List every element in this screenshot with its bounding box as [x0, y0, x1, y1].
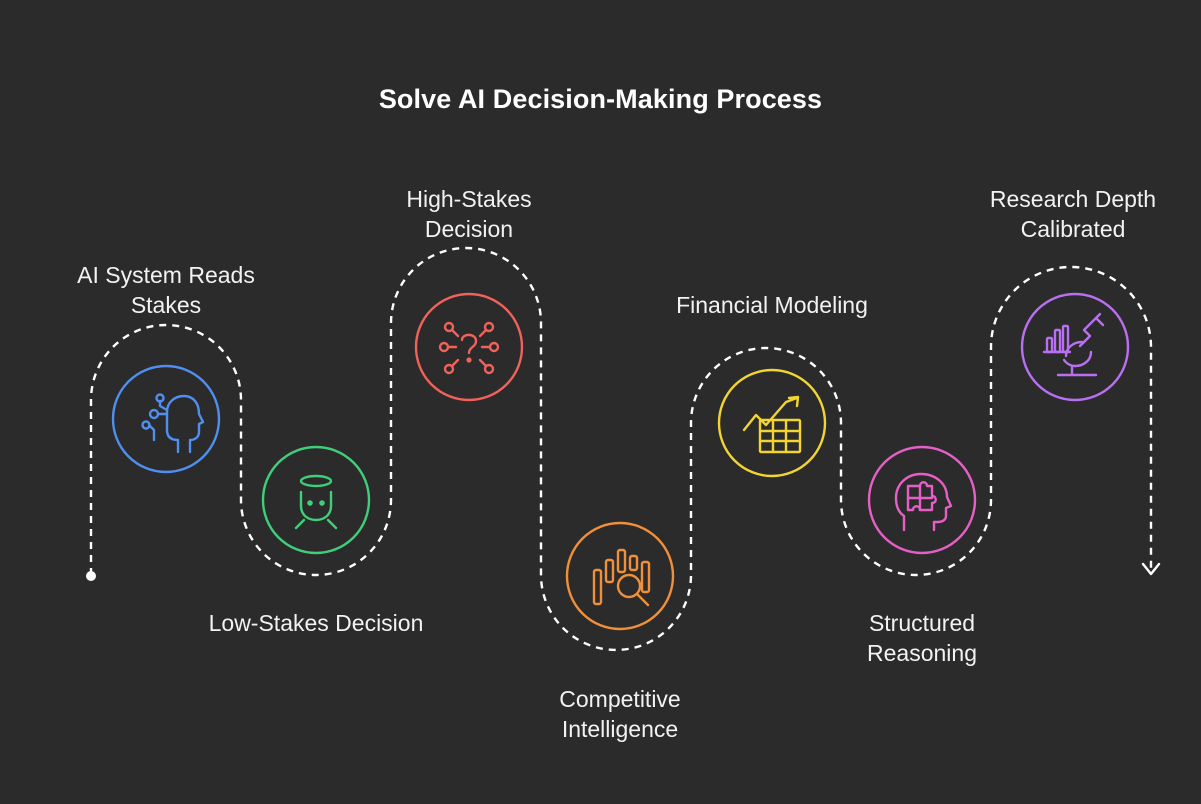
step-7-label: Research Depth Calibrated [975, 184, 1171, 244]
step-2-label: Low-Stakes Decision [196, 608, 436, 638]
puzzle-head-icon [894, 472, 953, 532]
step-6-label: Structured Reasoning [822, 608, 1022, 668]
chart-magnifier-icon [592, 548, 651, 607]
step-5-label-line-1: Financial Modeling [676, 292, 868, 318]
step-5-label: Financial Modeling [652, 290, 892, 320]
step-4-label: Competitive Intelligence [518, 684, 722, 744]
step-1-node [111, 364, 221, 474]
step-3-label: High-Stakes Decision [369, 184, 569, 244]
trend-table-icon [742, 395, 802, 454]
path-end-arrow [1141, 562, 1161, 576]
step-2-node [261, 445, 371, 555]
step-1-label-line-2: Stakes [130, 292, 202, 318]
step-3-label-line-2: Decision [424, 216, 514, 242]
step-4-node [565, 521, 675, 631]
step-3-node [414, 292, 524, 402]
step-7-label-line-2: Calibrated [1020, 216, 1126, 242]
step-4-label-line-1: Competitive [559, 686, 681, 712]
dashed-process-path [89, 246, 1153, 652]
step-3-label-line-1: High-Stakes [406, 186, 532, 212]
diagram-title: Solve AI Decision-Making Process [378, 84, 823, 114]
ai-head-icon [141, 393, 205, 454]
step-5-node [717, 368, 827, 478]
step-7-label-line-1: Research Depth [989, 186, 1157, 212]
step-6-node [867, 445, 977, 555]
path-start-dot [86, 571, 96, 581]
question-network-icon [438, 321, 500, 375]
step-1-label-line-1: AI System Reads [77, 262, 255, 288]
step-7-node [1020, 292, 1130, 402]
step-6-label-line-1: Structured [868, 610, 976, 636]
step-2-label-line-1: Low-Stakes Decision [208, 610, 424, 636]
microscope-chart-icon [1042, 312, 1105, 377]
step-4-label-line-2: Intelligence [561, 716, 679, 742]
halo-face-icon [294, 474, 338, 530]
step-6-label-line-2: Reasoning [867, 640, 977, 666]
step-1-label: AI System Reads Stakes [66, 260, 266, 320]
